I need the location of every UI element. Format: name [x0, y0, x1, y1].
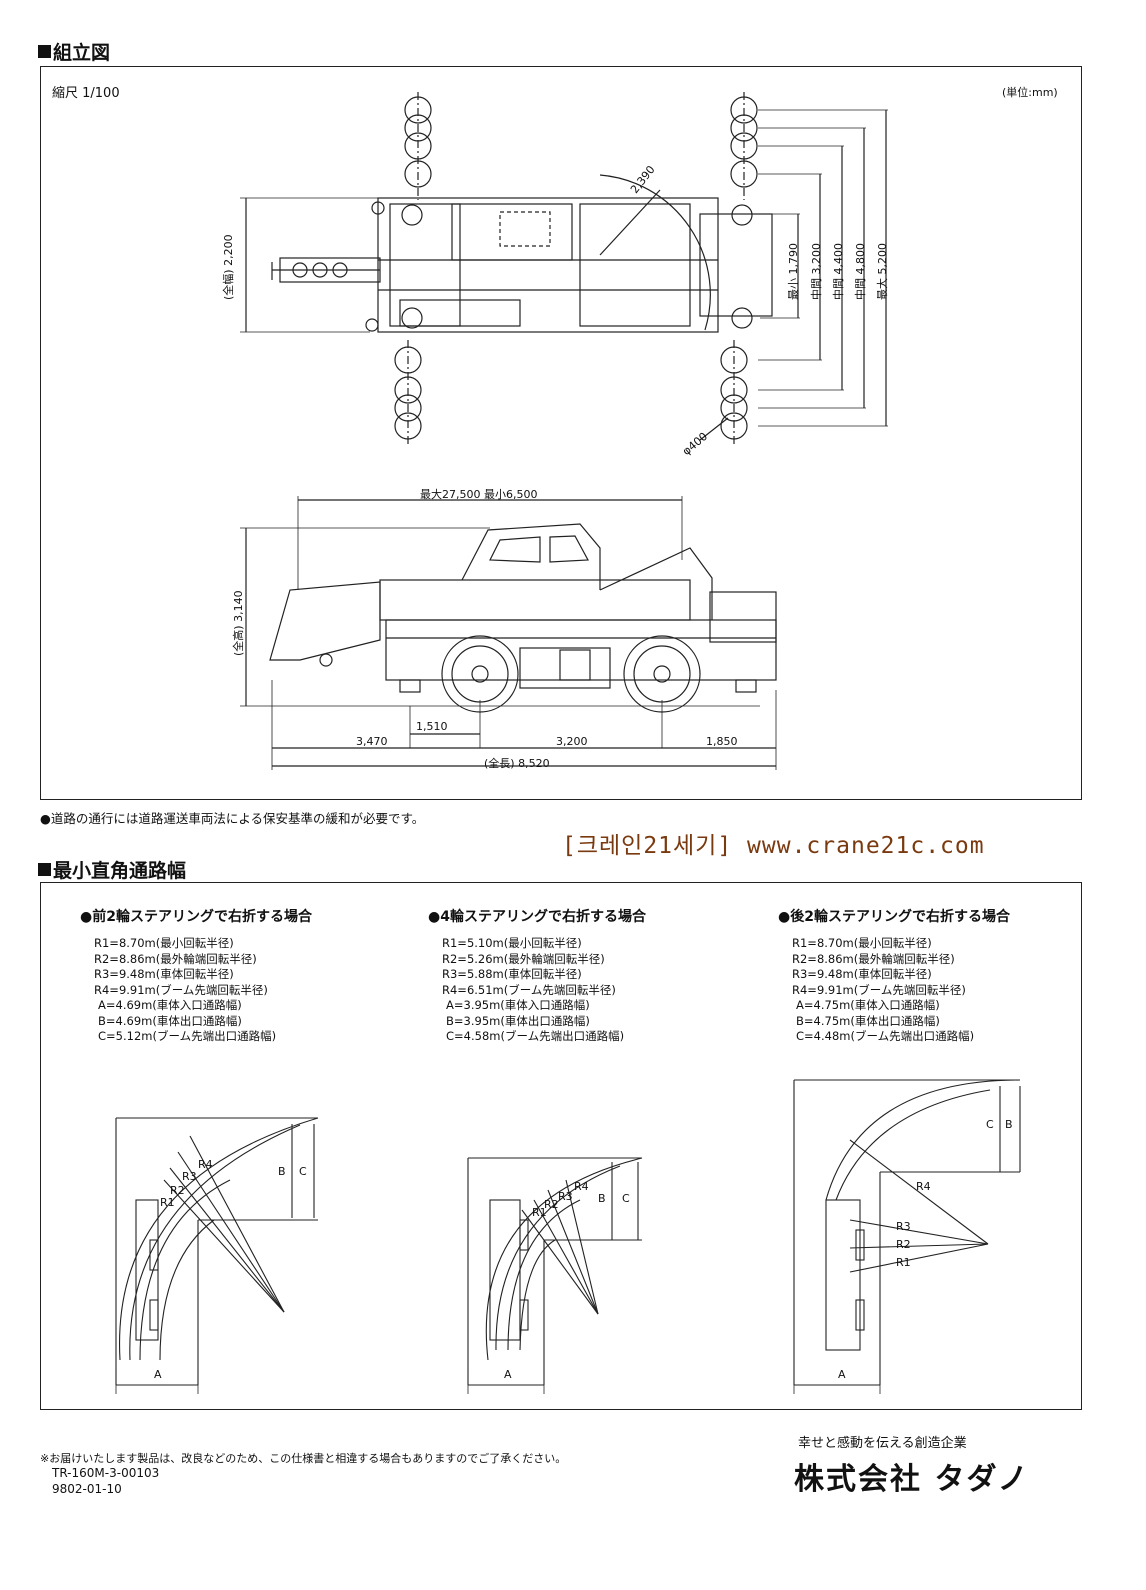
company-logo: 株式会社 タダノ: [794, 1462, 1030, 1497]
doc-code-2: 9802-01-10: [52, 1482, 122, 1496]
diagram3-label-a: A: [838, 1368, 846, 1381]
diagram1-label-r2: R2: [170, 1184, 185, 1197]
param-r3: R3=5.88m(車体回転半径): [442, 967, 582, 981]
section-marker-icon: [38, 863, 51, 876]
param-r4: R4=9.91m(ブーム先端回転半径): [792, 982, 966, 997]
param-r1: R1=8.70m(最小回転半径): [792, 936, 932, 950]
turning-diagrams: [115, 1079, 1021, 1394]
section-marker-icon: [38, 45, 51, 58]
param-r2: R2=8.86m(最外輪端回転半径): [94, 951, 257, 966]
param-r3: R3=9.48m(車体回転半径): [94, 967, 234, 981]
overall-length-label: (全長) 8,520: [484, 757, 550, 770]
diagram1-label-a: A: [154, 1368, 162, 1381]
turning-title-text: 最小直角通路幅: [53, 860, 187, 882]
param-c: C=4.48m(ブーム先端出口通路幅): [796, 1029, 975, 1043]
case-four-wheel-steer: ●4輪ステアリングで右折する場合 R1=5.10m(最小回転半径) R2=5.2…: [428, 906, 758, 1045]
dim-1510-label: 1,510: [416, 720, 448, 733]
param-a: A=4.75m(車体入口通路幅): [796, 998, 940, 1012]
doc-code-1: TR-160M-3-00103: [52, 1466, 160, 1480]
case-title: ●4輪ステアリングで右折する場合: [428, 909, 646, 925]
diagram1-label-r4: R4: [198, 1158, 213, 1171]
case-params: R1=8.70m(最小回転半径) R2=8.86m(最外輪端回転半径) R3=9…: [94, 936, 410, 1045]
diagram3-label-r4: R4: [916, 1180, 931, 1193]
case-rear-steer: ●後2輪ステアリングで右折する場合 R1=8.70m(最小回転半径) R2=8.…: [778, 906, 1078, 1045]
boom-length-label: 最大27,500 最小6,500: [420, 488, 538, 501]
diagram-front-steer: [115, 1117, 319, 1394]
diagram2-label-r2: R2: [544, 1198, 559, 1211]
case-title: ●後2輪ステアリングで右折する場合: [778, 909, 1010, 925]
param-r1: R1=8.70m(最小回転半径): [94, 936, 234, 950]
case-title: ●前2輪ステアリングで右折する場合: [80, 909, 312, 925]
param-r2: R2=5.26m(最外輪端回転半径): [442, 951, 605, 966]
param-r4: R4=9.91m(ブーム先端回転半径): [94, 982, 268, 997]
diagram2-label-b: B: [598, 1192, 606, 1205]
param-r4: R4=6.51m(ブーム先端回転半径): [442, 982, 616, 997]
watermark-text: [크레인21세기] www.crane21c.com: [562, 833, 985, 859]
param-c: C=5.12m(ブーム先端出口通路幅): [98, 1029, 277, 1043]
diagram-rear-steer: [793, 1079, 1021, 1394]
assembly-frame: [40, 66, 1082, 800]
param-b: B=4.75m(車体出口通路幅): [796, 1013, 940, 1028]
turning-frame: [40, 882, 1082, 1410]
param-a: A=4.69m(車体入口通路幅): [98, 998, 242, 1012]
diagram3-label-r2: R2: [896, 1238, 911, 1251]
company-slogan: 幸せと感動を伝える創造企業: [798, 1436, 967, 1451]
dim-3470-label: 3,470: [356, 735, 388, 748]
top-view-drawing: [240, 92, 888, 445]
diagram2-label-c: C: [622, 1192, 630, 1205]
diagram2-label-r4: R4: [574, 1180, 589, 1193]
diagram2-label-r1: R1: [532, 1206, 547, 1219]
param-r2: R2=8.86m(最外輪端回転半径): [792, 951, 955, 966]
param-b: B=4.69m(車体出口通路幅): [98, 1013, 242, 1028]
diagram1-label-r3: R3: [182, 1170, 197, 1183]
diagram2-label-a: A: [504, 1368, 512, 1381]
disclaimer-text: ※お届けいたします製品は、改良などのため、この仕様書と相違する場合もありますので…: [40, 1452, 567, 1465]
case-params: R1=8.70m(最小回転半径) R2=8.86m(最外輪端回転半径) R3=9…: [792, 936, 1078, 1045]
diagram3-label-r3: R3: [896, 1220, 911, 1233]
dim-3200-label: 3,200: [556, 735, 588, 748]
diagram-four-wheel-steer: [467, 1157, 643, 1394]
dim-1850-label: 1,850: [706, 735, 738, 748]
assembly-section-title: 組立図: [38, 38, 110, 65]
case-front-steer: ●前2輪ステアリングで右折する場合 R1=8.70m(最小回転半径) R2=8.…: [80, 906, 410, 1045]
diagram2-label-r3: R3: [558, 1190, 573, 1203]
road-note: ●道路の通行には道路運送車両法による保安基準の緩和が必要です。: [40, 811, 425, 826]
param-a: A=3.95m(車体入口通路幅): [446, 998, 590, 1012]
assembly-title-text: 組立図: [53, 42, 111, 64]
diagram1-label-c: C: [299, 1165, 307, 1178]
param-r3: R3=9.48m(車体回転半径): [792, 967, 932, 981]
side-view-drawing: [240, 496, 777, 770]
diagram3-label-c: C: [986, 1118, 994, 1131]
case-params: R1=5.10m(最小回転半径) R2=5.26m(最外輪端回転半径) R3=5…: [442, 936, 758, 1045]
unit-label: (単位:mm): [1002, 86, 1058, 99]
turning-section-title: 最小直角通路幅: [38, 856, 186, 883]
param-b: B=3.95m(車体出口通路幅): [446, 1013, 590, 1028]
param-r1: R1=5.10m(最小回転半径): [442, 936, 582, 950]
diagram1-label-r1: R1: [160, 1196, 175, 1209]
diagram3-label-r1: R1: [896, 1256, 911, 1269]
scale-label: 縮尺 1/100: [52, 86, 120, 101]
diagram1-label-b: B: [278, 1165, 286, 1178]
diagram3-label-b: B: [1005, 1118, 1013, 1131]
param-c: C=4.58m(ブーム先端出口通路幅): [446, 1029, 625, 1043]
